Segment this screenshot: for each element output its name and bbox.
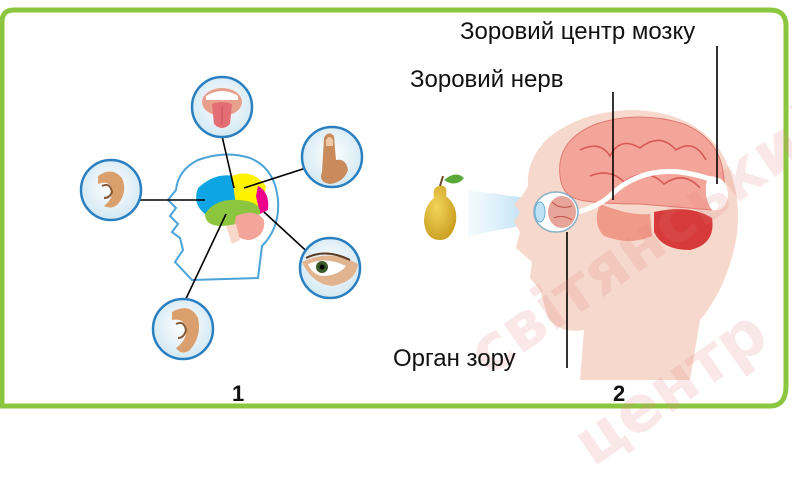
eye-circle xyxy=(300,238,360,298)
eyeball-icon xyxy=(534,192,578,232)
figure-number-1: 1 xyxy=(232,381,244,407)
tongue-circle xyxy=(192,77,252,137)
ear-bottom-circle xyxy=(153,299,213,359)
label-eye-organ: Орган зору xyxy=(393,345,516,373)
pear-icon xyxy=(424,174,464,240)
label-optic-nerve: Зоровий нерв xyxy=(410,66,563,94)
ear-left-circle xyxy=(81,160,141,220)
finger-circle xyxy=(302,127,362,187)
figure-1-senses-head xyxy=(81,77,362,359)
label-visual-center: Зоровий центр мозку xyxy=(460,18,695,46)
figure-number-2: 2 xyxy=(613,381,625,407)
